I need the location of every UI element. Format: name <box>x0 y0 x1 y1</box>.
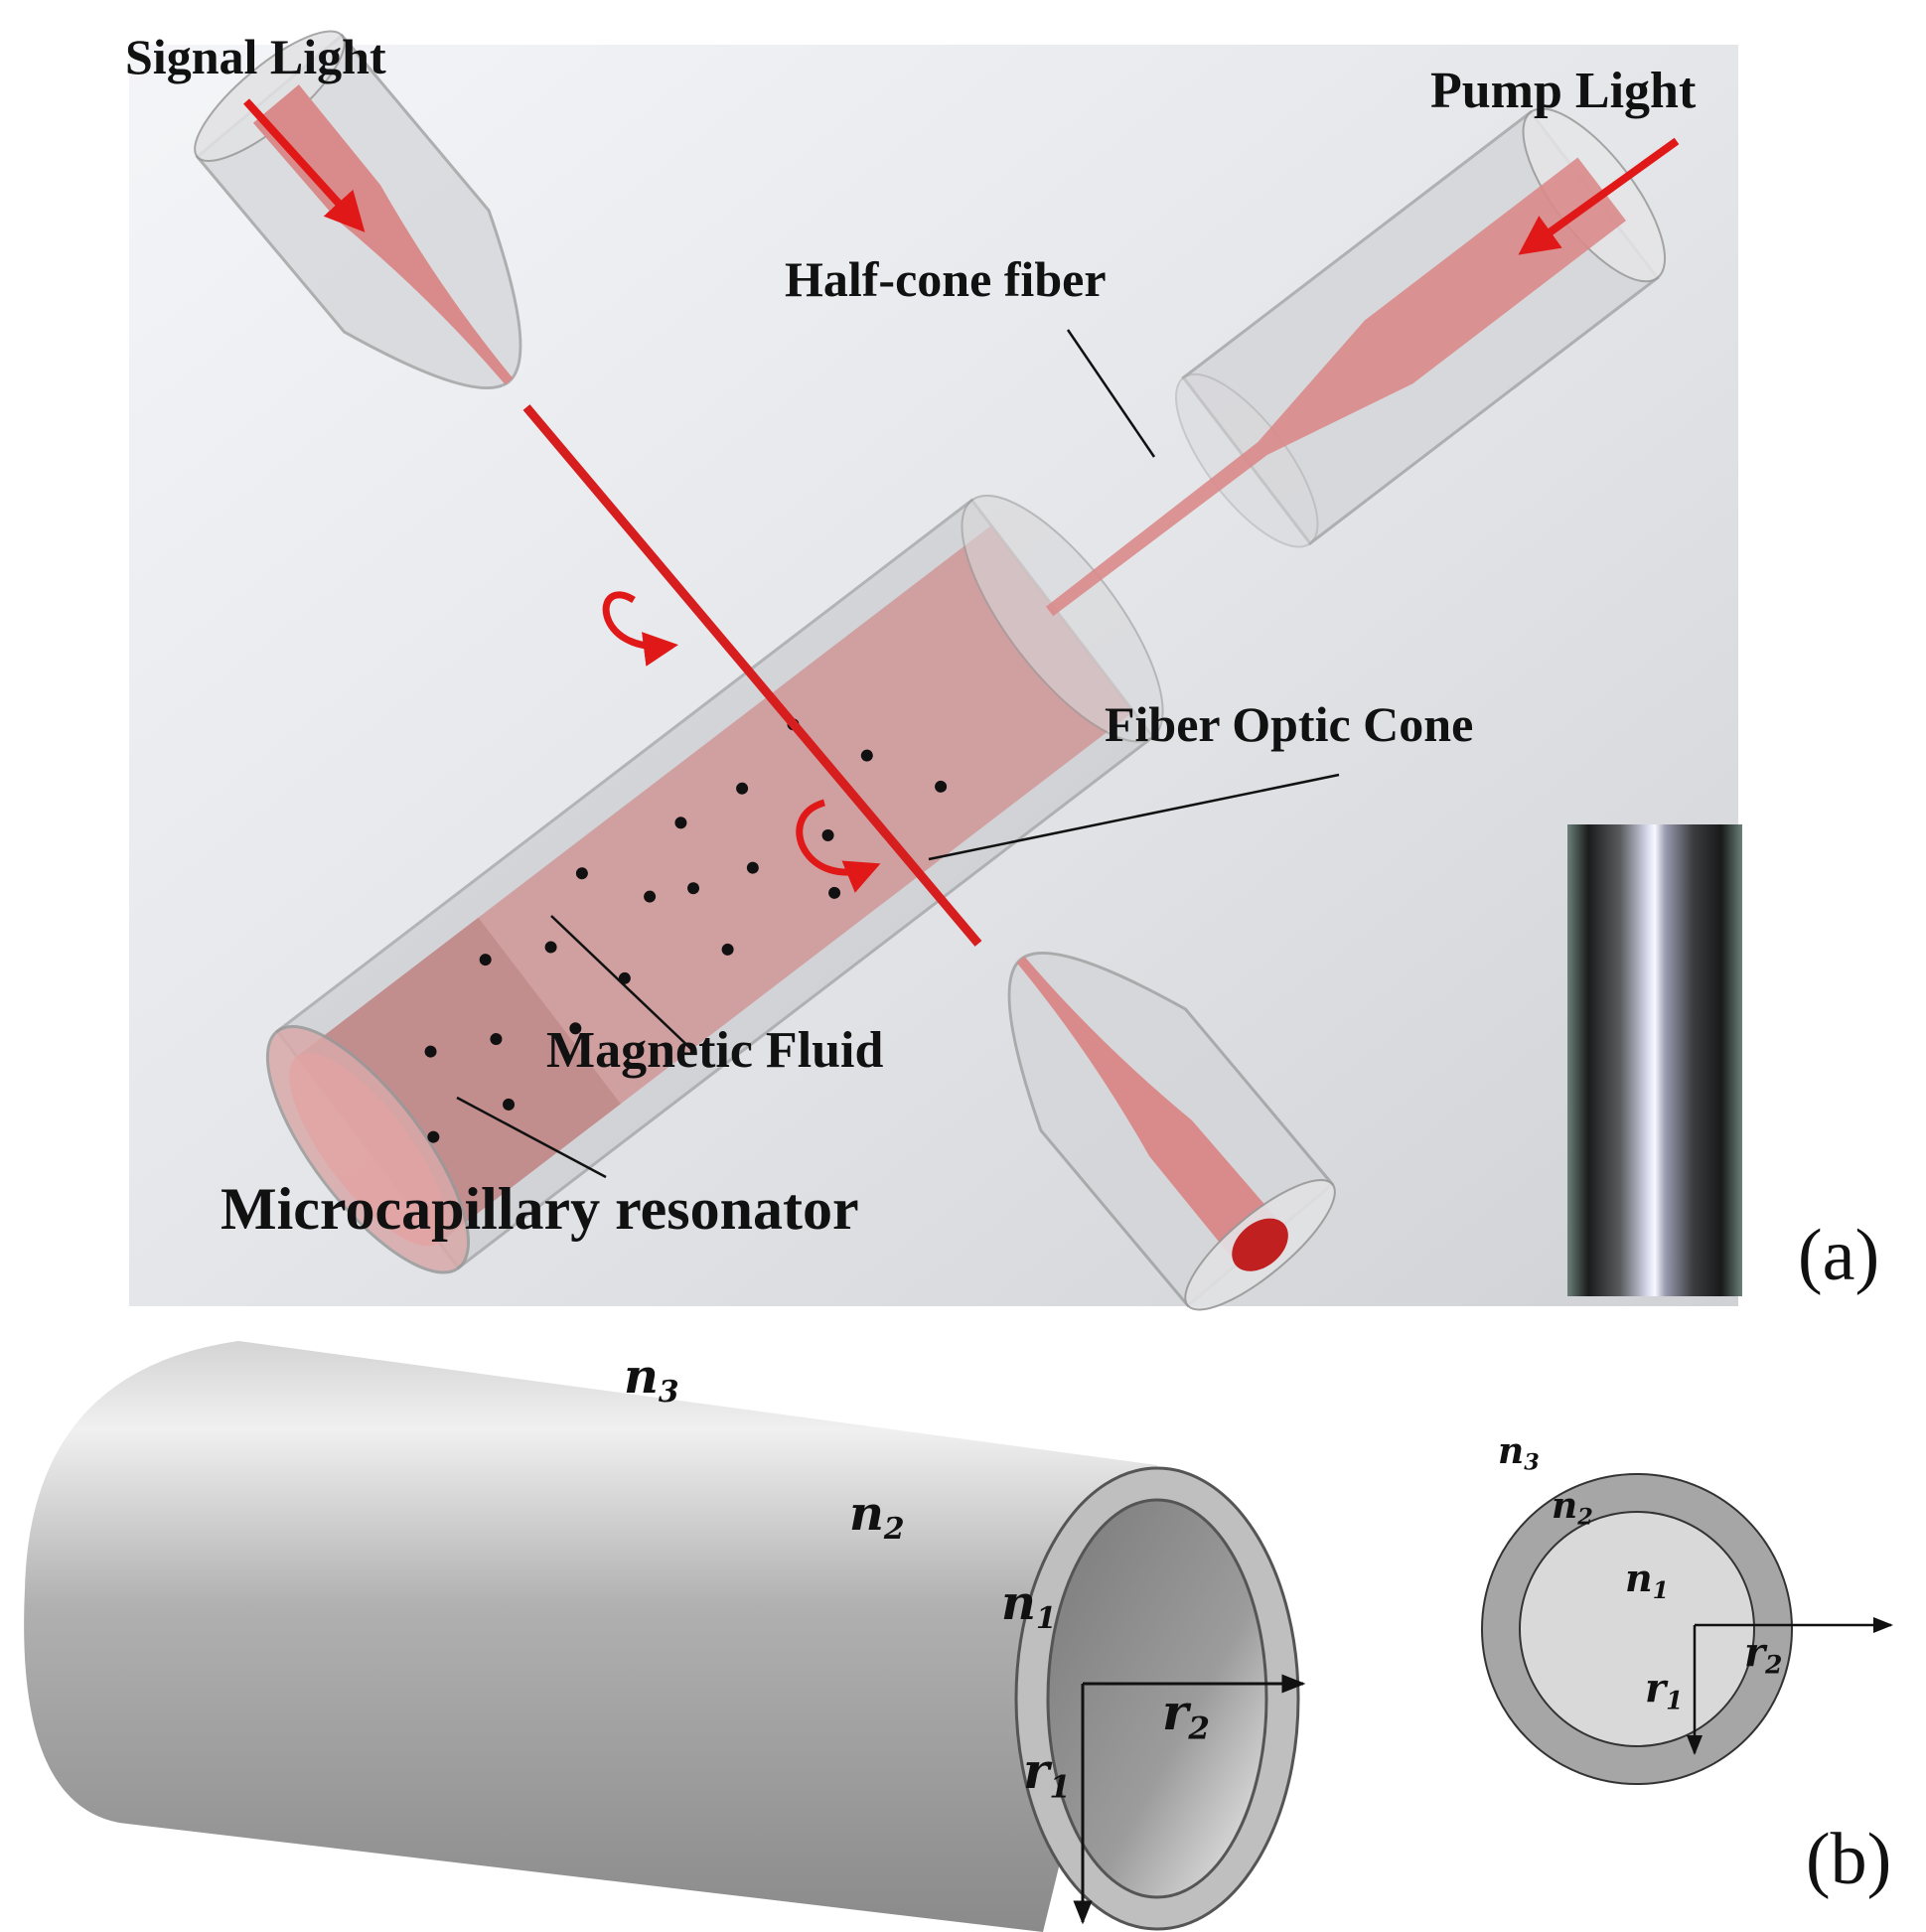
r2-label-2d: r2 <box>1744 1629 1783 1680</box>
cross-section <box>1481 1473 1893 1785</box>
whispering-gallery-arrow-bottom <box>796 799 881 893</box>
n1-label-2d: n1 <box>1625 1556 1670 1605</box>
r1-label-2d: r1 <box>1645 1665 1684 1715</box>
n1-label-3d: n1 <box>1001 1575 1057 1636</box>
signal-light-arrow <box>243 98 366 232</box>
microcapillary-resonator <box>265 494 1164 1274</box>
pump-light-arrow <box>1518 137 1680 255</box>
microcapillary-resonator-label: Microcapillary resonator <box>221 1176 859 1242</box>
cross-section-core <box>1519 1511 1755 1747</box>
r1-label-3d: r1 <box>1023 1741 1071 1806</box>
panel-a-label: (a) <box>1798 1215 1880 1296</box>
leader-lines <box>456 329 1340 1179</box>
n3-label-2d: n3 <box>1498 1430 1540 1476</box>
lower-fiber-holder <box>1007 952 1336 1311</box>
half-cone-fiber-label: Half-cone fiber <box>785 251 1107 307</box>
tube-3d-model <box>24 1341 1306 1932</box>
n2-label-2d: n2 <box>1552 1485 1593 1531</box>
n2-label-3d: n2 <box>849 1486 905 1547</box>
pump-light-label: Pump Light <box>1430 63 1697 119</box>
tube-inner-core <box>1046 1498 1268 1899</box>
panel-b-label: (b) <box>1806 1819 1892 1900</box>
signal-light-label: Signal Light <box>125 29 386 84</box>
fiber-optic-cone-label: Fiber Optic Cone <box>1105 696 1474 752</box>
n3-label-3d: n3 <box>624 1349 679 1410</box>
magnetic-fluid-label: Magnetic Fluid <box>546 1022 884 1079</box>
r2-label-3d: r2 <box>1162 1683 1210 1747</box>
resonator-micrograph <box>1567 824 1742 1296</box>
whispering-gallery-arrow-top <box>602 591 678 667</box>
